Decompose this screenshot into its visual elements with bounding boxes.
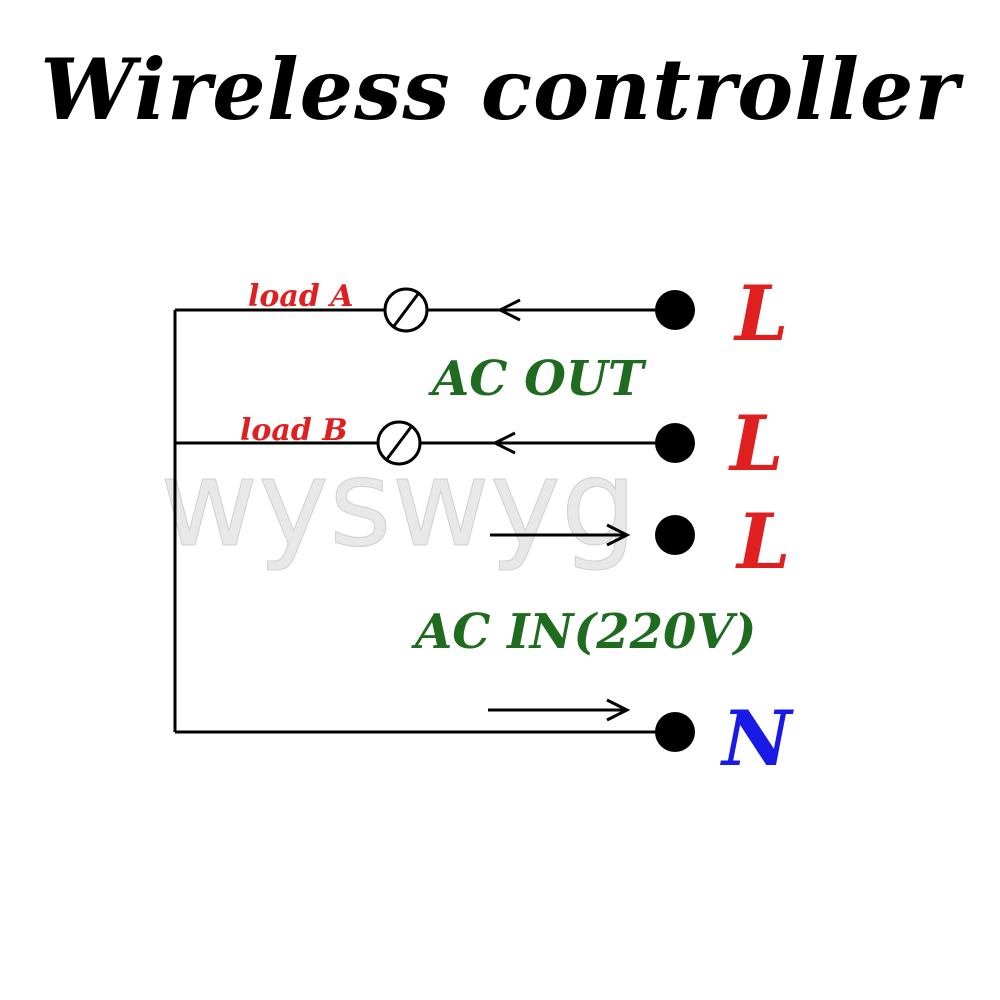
- terminal-label-2: L: [728, 399, 783, 488]
- terminal-label-4: N: [720, 694, 794, 783]
- arrow-in-l-icon: [606, 523, 631, 547]
- ac-out-label: AC OUT: [428, 351, 647, 407]
- terminal-label-3: L: [735, 497, 790, 586]
- terminal-dot-1: [655, 290, 695, 330]
- arrow-out-b-icon: [491, 431, 516, 455]
- terminal-dot-4: [655, 712, 695, 752]
- ac-in-label: AC IN(220V): [411, 604, 756, 660]
- terminal-dot-2: [655, 423, 695, 463]
- load-a-label: load A: [248, 279, 354, 314]
- arrow-in-n-icon: [606, 698, 631, 722]
- load-b-label: load B: [240, 413, 348, 448]
- terminal-label-1: L: [733, 269, 788, 358]
- arrow-out-a-icon: [496, 298, 521, 322]
- diagram-title: Wireless controller: [40, 40, 960, 139]
- load-b-lamp-icon: [376, 420, 422, 466]
- load-a-lamp-icon: [383, 287, 429, 333]
- terminal-dot-3: [655, 515, 695, 555]
